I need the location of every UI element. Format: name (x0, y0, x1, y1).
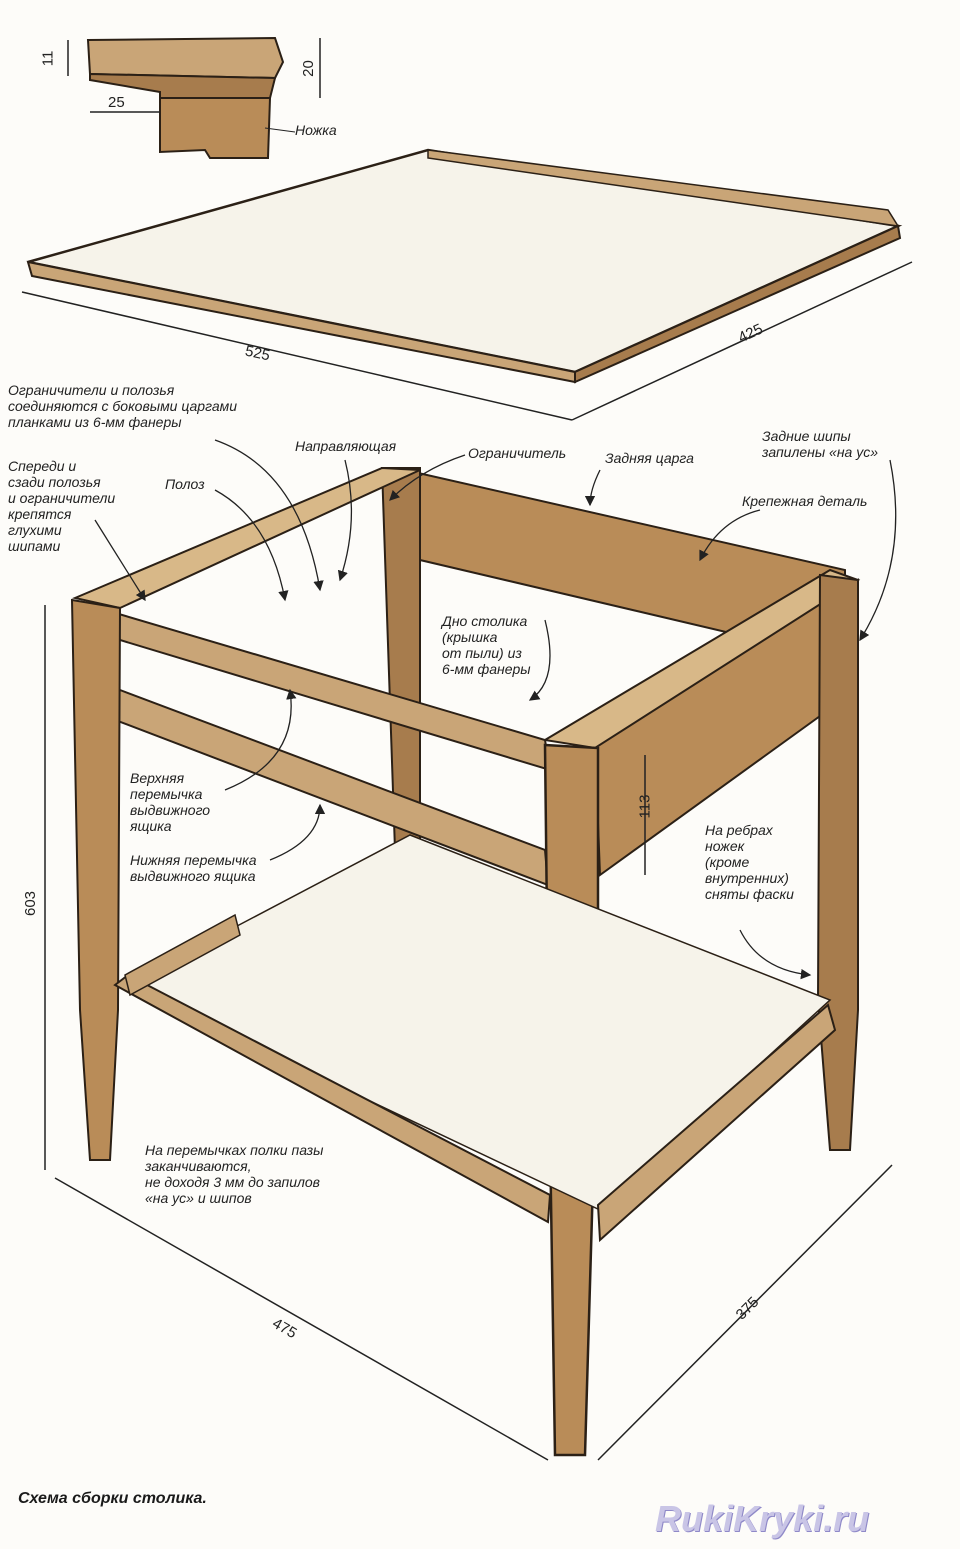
label-nizhnyaya: Нижняя перемычка выдвижного ящика (130, 852, 257, 884)
label-na-rebrakh: На ребрах ножек (кроме внутренних) сняты… (705, 822, 794, 902)
dimension-lines (44, 605, 893, 1461)
dimension-113: 113 (636, 794, 654, 819)
label-speredi-note: Спереди и сзади полозья и ограничители к… (8, 458, 116, 554)
label-zadnyaya-carga: Задняя царга (605, 450, 694, 466)
watermark: RukiKryki.ru (655, 1498, 870, 1539)
table-frame (70, 466, 861, 1457)
leader-lines (94, 439, 897, 980)
label-nozhka: Ножка (295, 122, 337, 138)
label-ogranichiteli-note: Ограничители и полозья соединяются с бок… (8, 382, 238, 430)
diagram-caption: Схема сборки столика. (18, 1490, 207, 1507)
label-verkhnyaya: Верхняя перемычка выдвижного ящика (130, 770, 211, 834)
label-napravlyayushchaya: Направляющая (295, 438, 397, 454)
shelf (113, 834, 837, 1243)
label-zadnie-shipy: Задние шипы запилены «на ус» (762, 428, 878, 460)
label-poloz: Полоз (165, 476, 205, 492)
label-ogranichitel: Ограничитель (468, 445, 567, 461)
dimension-25: 25 (108, 94, 125, 111)
dimension-603: 603 (22, 890, 40, 917)
dimension-20: 20 (299, 60, 317, 77)
profile-detail (67, 36, 321, 159)
label-na-peremychkakh: На перемычках полки пазы заканчиваются, … (145, 1142, 324, 1206)
label-krepezhnaya: Крепежная деталь (742, 493, 868, 509)
label-dno: Дно столика (крышка от пыли) из 6-мм фан… (442, 613, 531, 677)
table-top (21, 148, 913, 421)
dimension-11: 11 (39, 50, 57, 67)
